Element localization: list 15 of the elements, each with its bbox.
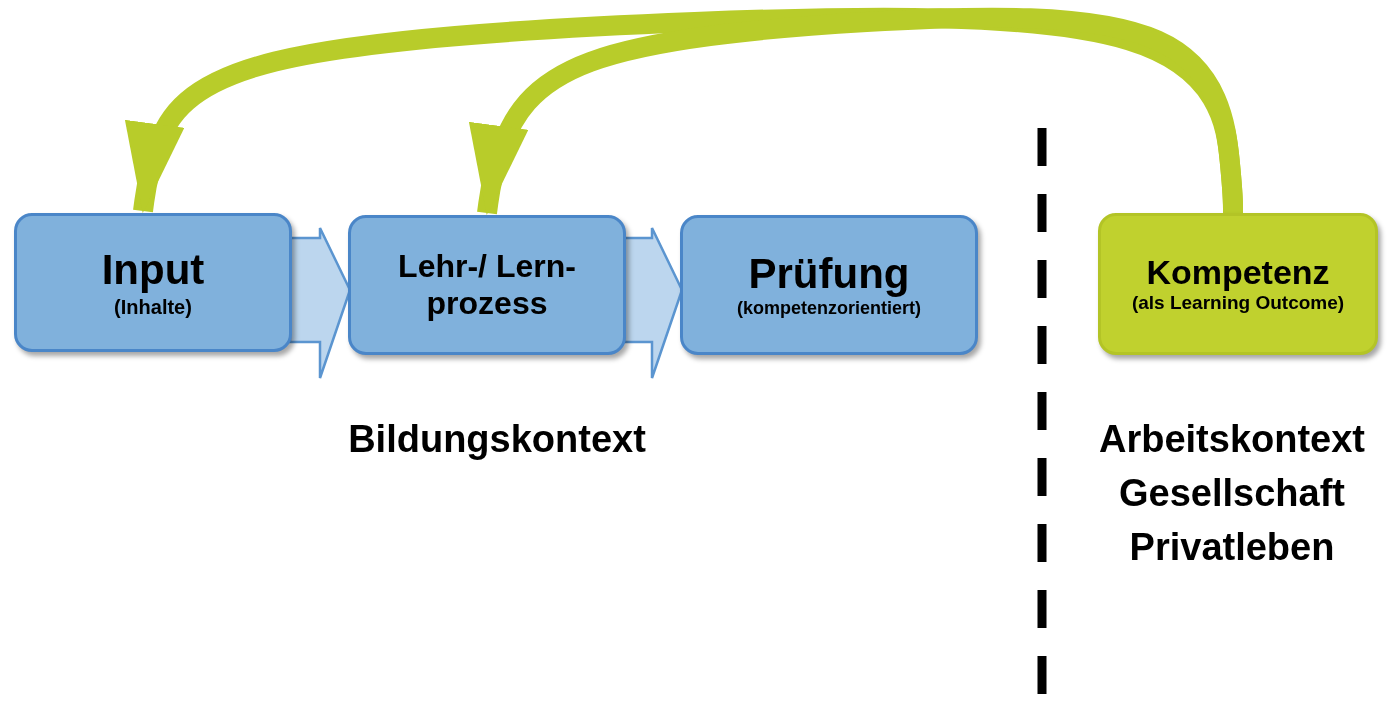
node-title: Kompetenz (1145, 253, 1331, 293)
context-label: Arbeitskontext (1098, 418, 1366, 461)
node-subtitle: (als Learning Outcome) (1130, 292, 1346, 315)
context-label: Gesellschaft (1119, 472, 1345, 515)
process-box (348, 215, 626, 355)
outcome-box (1098, 213, 1378, 355)
node-title: Lehr-/ Lern- prozess (397, 248, 577, 322)
node-subtitle: (kompetenzorientiert) (736, 298, 922, 320)
context-label: Bildungskontext (348, 418, 646, 461)
process-box (680, 215, 978, 355)
node-subtitle: (Inhalte) (113, 294, 193, 319)
process-box (14, 213, 292, 352)
node-title: Input (100, 246, 206, 295)
node-title: Prüfung (747, 250, 911, 299)
context-label: Privatleben (1129, 526, 1335, 569)
